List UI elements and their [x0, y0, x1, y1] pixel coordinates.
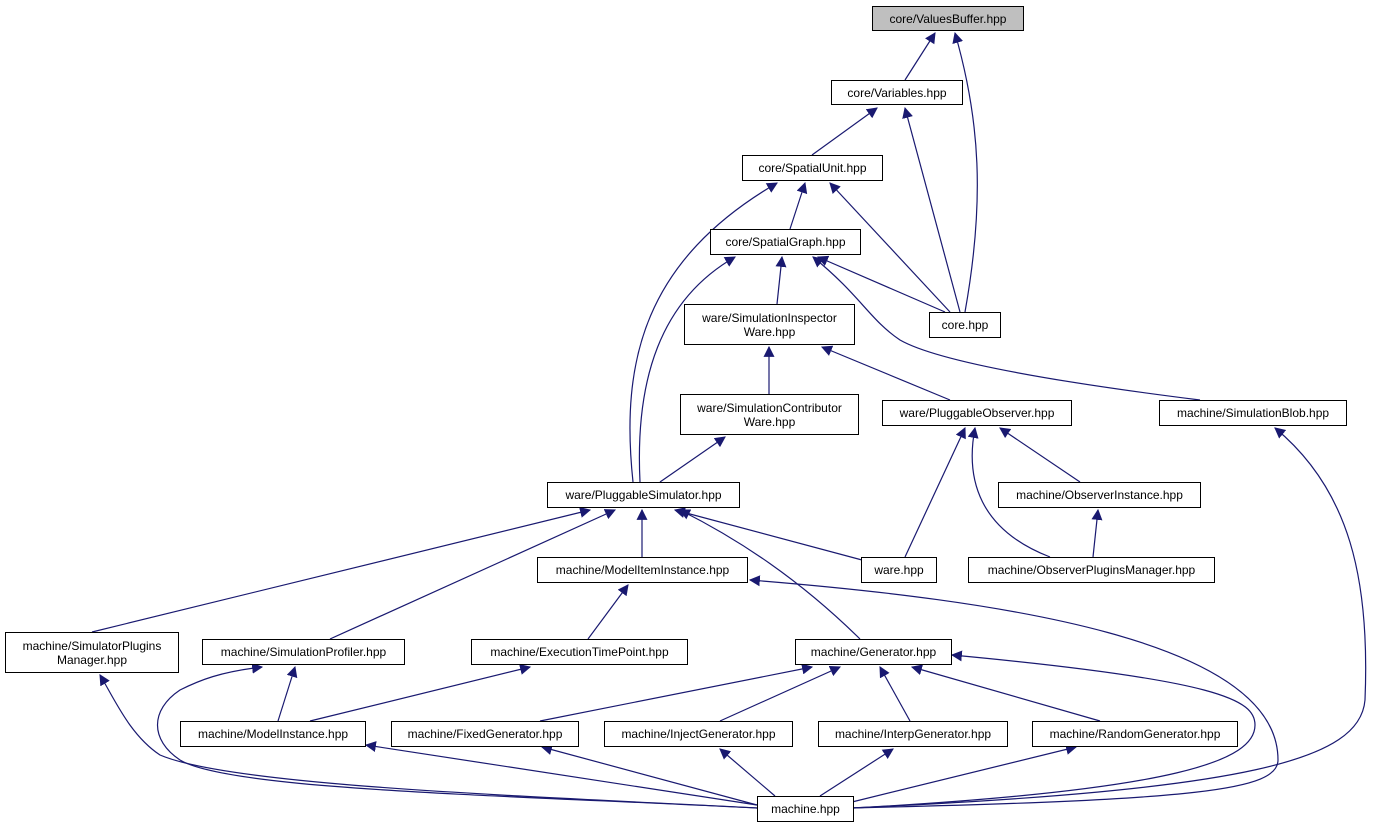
edge-core-to-spatial-unit — [829, 182, 951, 313]
node-label: core.hpp — [941, 318, 989, 332]
edge-simulation-blob-to-spatial-graph — [812, 256, 1201, 401]
node-label: machine/SimulationProfiler.hpp — [220, 645, 387, 659]
edge-observer-plugins-manager-to-observer-instance — [1091, 508, 1103, 558]
node-observer-instance[interactable]: machine/ObserverInstance.hpp — [998, 482, 1201, 508]
node-pluggable-simulator[interactable]: ware/PluggableSimulator.hpp — [547, 482, 740, 508]
node-label: machine/ObserverPluginsManager.hpp — [987, 563, 1196, 577]
edge-execution-time-point-to-model-item-instance — [587, 584, 629, 640]
edge-inject-generator-to-generator — [719, 666, 842, 722]
edge-fixed-generator-to-generator — [539, 663, 814, 722]
node-label: core/ValuesBuffer.hpp — [889, 11, 1007, 26]
edge-generator-to-pluggable-simulator — [679, 509, 861, 640]
edge-spatial-unit-to-variables — [811, 107, 878, 156]
node-label: ware/PluggableObserver.hpp — [899, 406, 1055, 420]
edge-machine-to-model-item-instance — [748, 575, 1279, 809]
node-simulation-contributor-ware[interactable]: ware/SimulationContributor Ware.hpp — [680, 394, 859, 435]
edge-machine-to-interp-generator — [819, 748, 894, 797]
edge-machine-to-simulator-plugins-manager — [99, 674, 758, 809]
node-values-buffer[interactable]: core/ValuesBuffer.hpp — [872, 6, 1024, 31]
edge-ware-to-pluggable-simulator — [673, 507, 863, 561]
node-simulation-profiler[interactable]: machine/SimulationProfiler.hpp — [202, 639, 405, 665]
edge-observer-plugins-manager-to-pluggable-observer — [967, 426, 1051, 558]
node-simulator-plugins-manager[interactable]: machine/SimulatorPlugins Manager.hpp — [5, 632, 179, 673]
node-variables[interactable]: core/Variables.hpp — [831, 80, 963, 105]
edge-spatial-graph-to-spatial-unit — [789, 181, 808, 230]
node-label: machine/InterpGenerator.hpp — [834, 727, 992, 741]
node-label: ware/SimulationContributor Ware.hpp — [697, 400, 842, 429]
node-label: machine/Generator.hpp — [810, 645, 937, 659]
edge-core-to-values-buffer — [952, 31, 978, 313]
edge-machine-to-inject-generator — [719, 748, 776, 797]
node-label: machine/ModelItemInstance.hpp — [555, 563, 730, 577]
edge-pluggable-simulator-to-spatial-graph — [638, 256, 736, 483]
edge-pluggable-observer-to-sim-inspector — [820, 345, 951, 401]
node-label: machine/SimulationBlob.hpp — [1176, 406, 1330, 420]
edge-machine-to-fixed-generator — [540, 744, 758, 806]
edge-machine-to-generator — [853, 650, 1256, 809]
node-label: machine/FixedGenerator.hpp — [407, 727, 563, 741]
edge-pluggable-simulator-to-sim-contributor — [659, 436, 726, 483]
node-core[interactable]: core.hpp — [929, 312, 1001, 338]
node-label: machine/ExecutionTimePoint.hpp — [490, 645, 669, 659]
node-ware[interactable]: ware.hpp — [861, 557, 937, 583]
node-label: core/SpatialUnit.hpp — [758, 161, 867, 175]
node-model-instance[interactable]: machine/ModelInstance.hpp — [180, 721, 366, 747]
edge-core-to-variables — [902, 106, 961, 313]
edge-variables-to-values-buffer — [904, 32, 936, 81]
node-label: machine/SimulatorPlugins Manager.hpp — [22, 638, 162, 667]
node-label: machine.hpp — [771, 802, 840, 816]
edge-core-to-spatial-graph — [816, 255, 946, 313]
edge-observer-instance-to-pluggable-observer — [999, 427, 1081, 483]
node-label: core/SpatialGraph.hpp — [725, 235, 846, 249]
node-pluggable-observer[interactable]: ware/PluggableObserver.hpp — [882, 400, 1072, 426]
node-machine[interactable]: machine.hpp — [757, 796, 854, 822]
edge-sim-inspector-to-spatial-graph — [775, 255, 787, 305]
edge-machine-to-random-generator — [851, 744, 1078, 803]
node-label: core/Variables.hpp — [847, 85, 947, 100]
node-label: ware/PluggableSimulator.hpp — [565, 488, 722, 502]
node-random-generator[interactable]: machine/RandomGenerator.hpp — [1032, 721, 1238, 747]
node-spatial-unit[interactable]: core/SpatialUnit.hpp — [742, 155, 883, 181]
node-spatial-graph[interactable]: core/SpatialGraph.hpp — [710, 229, 861, 255]
node-execution-time-point[interactable]: machine/ExecutionTimePoint.hpp — [471, 639, 688, 665]
node-observer-plugins-manager[interactable]: machine/ObserverPluginsManager.hpp — [968, 557, 1215, 583]
node-label: ware.hpp — [874, 563, 924, 577]
node-model-item-instance[interactable]: machine/ModelItemInstance.hpp — [537, 557, 748, 583]
edge-simulation-profiler-to-pluggable-simulator — [329, 509, 617, 640]
edge-model-instance-to-execution-time-point — [309, 664, 532, 722]
node-fixed-generator[interactable]: machine/FixedGenerator.hpp — [391, 721, 579, 747]
edge-machine-to-simulation-blob — [849, 427, 1367, 809]
node-simulation-inspector-ware[interactable]: ware/SimulationInspector Ware.hpp — [684, 304, 855, 345]
node-label: machine/InjectGenerator.hpp — [621, 727, 776, 741]
edge-random-generator-to-generator — [910, 664, 1101, 722]
node-label: machine/RandomGenerator.hpp — [1049, 727, 1221, 741]
node-label: ware/SimulationInspector Ware.hpp — [702, 310, 837, 339]
node-interp-generator[interactable]: machine/InterpGenerator.hpp — [818, 721, 1008, 747]
edge-model-instance-to-simulation-profiler — [277, 665, 298, 722]
edge-pluggable-simulator-to-spatial-unit — [629, 182, 778, 483]
edge-machine-to-model-instance — [364, 741, 758, 806]
node-simulation-blob[interactable]: machine/SimulationBlob.hpp — [1159, 400, 1347, 426]
edge-machine-to-simulation-profiler — [157, 662, 758, 809]
edge-ware-to-pluggable-observer — [904, 427, 966, 558]
node-inject-generator[interactable]: machine/InjectGenerator.hpp — [604, 721, 793, 747]
edge-interp-generator-to-generator — [879, 666, 911, 722]
edge-simulator-plugins-manager-to-pluggable-simulator — [91, 507, 592, 633]
node-generator[interactable]: machine/Generator.hpp — [795, 639, 952, 665]
node-label: machine/ModelInstance.hpp — [197, 727, 349, 741]
node-label: machine/ObserverInstance.hpp — [1016, 488, 1183, 502]
